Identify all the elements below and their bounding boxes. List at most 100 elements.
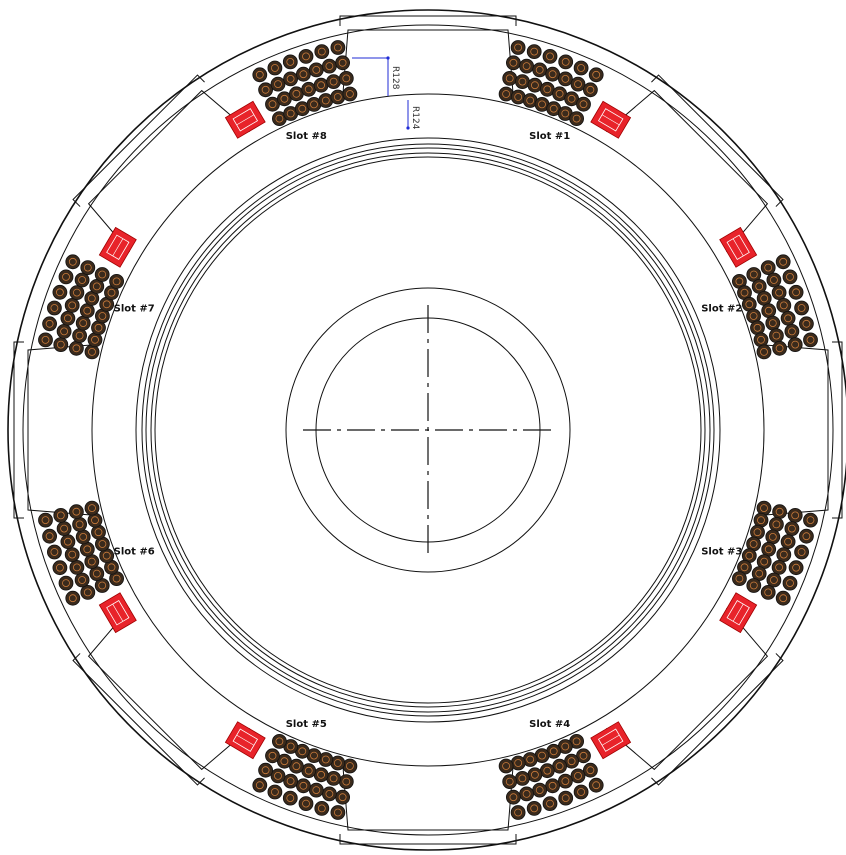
conductor-strand (329, 77, 338, 86)
conductor-strand (274, 80, 282, 88)
conductor (803, 512, 818, 528)
conductor-strand (50, 548, 59, 556)
tooth-outline (342, 29, 514, 94)
conductor (776, 297, 792, 313)
conductor-strand (555, 762, 564, 771)
conductor (313, 77, 329, 93)
conductor-strand (749, 581, 758, 590)
conductor-strand (325, 790, 334, 798)
conductor (313, 767, 329, 783)
conductor-strand (94, 323, 103, 332)
conductor (519, 58, 534, 74)
conductor (502, 774, 518, 789)
conductor (506, 789, 521, 805)
rotor-ring-4 (150, 152, 706, 708)
conductor (72, 517, 87, 532)
conductor-strand (768, 533, 777, 541)
sensor-block (98, 226, 137, 268)
rotor-ring-1 (135, 137, 721, 723)
conductor-strand (286, 742, 295, 751)
conductor (803, 332, 818, 348)
conductor-strand (792, 563, 800, 572)
conductor (109, 273, 124, 289)
conductor-strand (775, 507, 784, 516)
conductor-strand (509, 58, 518, 67)
conductor-strand (764, 263, 773, 272)
conductor-strand (806, 516, 815, 524)
conductor-strand (56, 511, 65, 520)
conductor (47, 544, 62, 560)
conductor (56, 323, 72, 339)
conductor-strand (522, 790, 531, 798)
conductor (765, 315, 781, 331)
conductor-strand (312, 66, 321, 74)
conductor-strand (802, 319, 811, 328)
conductor-strand (518, 774, 527, 783)
conductor (74, 272, 90, 288)
conductor-strand (586, 85, 595, 94)
conductor-strand (255, 781, 264, 790)
conductor (267, 784, 283, 800)
conductor (80, 260, 96, 276)
stator-tooth (764, 341, 843, 519)
conductor-strand (514, 759, 523, 767)
conductor-strand (45, 532, 54, 541)
conductor (787, 337, 803, 353)
conductor-strand (317, 804, 326, 813)
tooth-outline (605, 607, 769, 771)
conductor-strand (41, 335, 50, 344)
dimension-label-r124: R124 (410, 106, 420, 130)
conductor-strand (87, 294, 96, 303)
conductor-strand (338, 58, 347, 67)
sensor-detail-line (732, 238, 744, 257)
stator-bore-ring (91, 93, 765, 767)
conductor (573, 784, 589, 800)
conductor (799, 528, 814, 544)
conductor (53, 508, 69, 523)
conductor-strand (775, 563, 783, 572)
conductor-strand (548, 781, 557, 790)
conductor (583, 762, 598, 778)
conductor-strand (91, 516, 99, 525)
conductor (515, 771, 530, 786)
conductor (765, 529, 781, 545)
conductor-strand (112, 277, 121, 286)
conductor (298, 796, 314, 811)
conductor-strand (745, 551, 754, 560)
conductor-strand (317, 770, 326, 779)
conductor-strand (292, 762, 301, 771)
conductor-strand (342, 74, 351, 83)
conductor-strand (329, 774, 338, 783)
conductor (588, 777, 604, 793)
conductor (527, 767, 543, 783)
conductor (761, 541, 777, 557)
conductor (532, 782, 548, 798)
conductor-strand (592, 781, 601, 790)
conductor-strand (505, 777, 514, 786)
conductor-strand (78, 576, 86, 584)
conductor (252, 777, 268, 793)
conductor-strand (574, 80, 582, 88)
conductor (576, 96, 591, 112)
conductor-strand (292, 89, 301, 98)
conductor-strand (577, 788, 585, 796)
sensor-blocks (98, 100, 758, 760)
conductor-strand (572, 114, 581, 123)
rotor-ring-3 (145, 147, 711, 713)
conductor (342, 86, 358, 102)
conductor (558, 71, 573, 87)
conductor (271, 734, 287, 749)
conductor (761, 303, 777, 319)
conductor-strand (749, 270, 758, 279)
conductor-strand (78, 276, 86, 284)
conductor-strand (535, 786, 544, 794)
conductor-strand (345, 762, 354, 770)
conductor-strand (342, 777, 351, 786)
conductor-strand (333, 93, 342, 101)
conductor (799, 316, 814, 332)
conductor-strand (333, 759, 342, 767)
sensor-block (224, 721, 266, 760)
conductor-strand (543, 766, 552, 775)
rotor-ring-2 (141, 143, 715, 717)
conductor (498, 758, 514, 774)
